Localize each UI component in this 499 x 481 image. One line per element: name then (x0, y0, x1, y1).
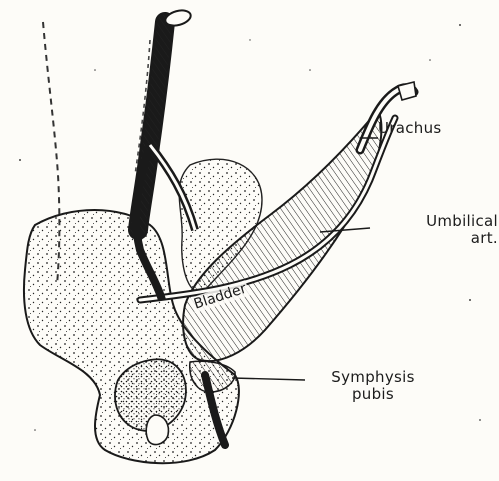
urachus-tip (398, 82, 416, 100)
vessel-cut-end (164, 8, 193, 28)
symphysis-pubis-label: Symphysis pubis (307, 369, 439, 403)
symphysis-label-line2: pubis (307, 386, 439, 403)
symphysis-leader (232, 378, 305, 380)
symphysis-label-line1: Symphysis (307, 369, 439, 386)
umbilical-label-line1: Umbilical (370, 213, 498, 230)
foramen-hole (146, 415, 168, 445)
urachus-label: Urachus (378, 120, 442, 137)
umbilical-artery-label: Umbilical art. (370, 213, 498, 247)
umbilical-label-line2: art. (370, 230, 498, 247)
